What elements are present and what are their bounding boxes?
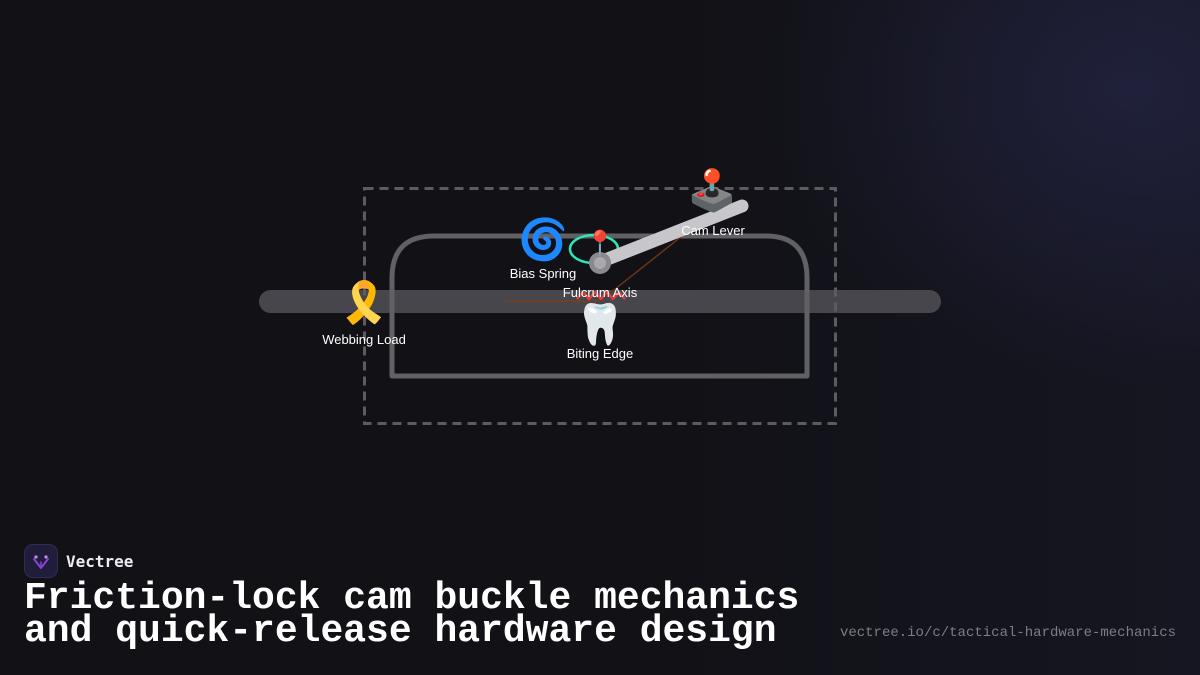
source-url: vectree.io/c/tactical-hardware-mechanics [839, 625, 1176, 641]
page-title: Friction-lock cam buckle mechanics and q… [24, 580, 799, 651]
dashed-frame [363, 187, 837, 425]
biting-edge-label: Biting Edge [567, 346, 634, 361]
title-line-2: and quick-release hardware design [24, 610, 777, 653]
fulcrum-hub-core [594, 257, 606, 269]
cam-lever-icon: 🕹️ [687, 167, 737, 214]
buckle-housing [389, 233, 810, 379]
bias-spring-label: Bias Spring [510, 266, 576, 281]
lever-moment-line [599, 235, 683, 302]
cam-lever-label: Cam Lever [681, 223, 745, 238]
webbing-load-icon: 🎗️ [339, 279, 389, 326]
title-line-1: Friction-lock cam buckle mechanics [24, 577, 800, 620]
vectree-logo-mark [33, 555, 49, 569]
cam-lever-arm [593, 199, 749, 269]
brand-name: Vectree [66, 551, 134, 571]
vectree-logo-icon [24, 544, 58, 578]
bias-spring-icon: 🌀 [518, 215, 568, 263]
fulcrum-pin-icon: 📍 [585, 229, 615, 257]
webbing-load-label: Webbing Load [322, 332, 406, 347]
biting-edge-icon: 🦷 [575, 301, 625, 348]
brand: Vectree [24, 544, 133, 578]
fulcrum-axis-label: Fulcrum Axis [563, 285, 638, 300]
biting-teeth [576, 290, 626, 301]
